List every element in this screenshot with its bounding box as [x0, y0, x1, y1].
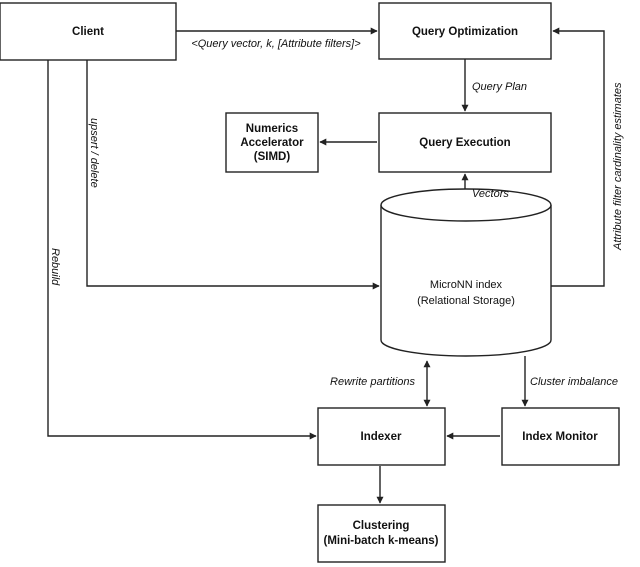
query-optimization-label: Query Optimization — [412, 26, 518, 38]
micronn-index-node: MicroNN index (Relational Storage) — [380, 188, 552, 357]
numerics-label-line-1: Numerics — [246, 123, 298, 135]
indexer-label: Indexer — [361, 431, 402, 443]
micronn-label-line-1: MicroNN index — [430, 279, 503, 291]
client-label: Client — [72, 26, 104, 38]
micronn-label-line-2: (Relational Storage) — [417, 295, 515, 307]
cardinality-estimates-arrow — [551, 27, 605, 287]
index-monitor-node: Index Monitor — [501, 407, 620, 466]
clustering-label-line-1: Clustering — [353, 520, 410, 532]
rebuild-arrow — [47, 60, 317, 440]
query-plan-label: Query Plan — [472, 81, 527, 93]
index-monitor-label: Index Monitor — [522, 431, 598, 443]
cluster-imbalance-label: Cluster imbalance — [530, 376, 618, 388]
query-request-label: <Query vector, k, [Attribute filters]> — [191, 38, 361, 50]
upsert-delete-arrow — [86, 60, 380, 290]
indexer-node: Indexer — [317, 407, 446, 466]
client-node: Client — [0, 2, 177, 61]
query-execution-label: Query Execution — [419, 137, 510, 149]
upsert-delete-label: upsert / delete — [88, 118, 100, 188]
rewrite-partitions-label: Rewrite partitions — [330, 376, 415, 388]
numerics-accelerator-node: Numerics Accelerator (SIMD) — [225, 112, 319, 173]
query-execution-node: Query Execution — [378, 112, 552, 173]
rebuild-label: Rebuild — [49, 248, 61, 286]
clustering-label-line-2: (Mini-batch k-means) — [323, 535, 438, 547]
vectors-label: Vectors — [472, 188, 509, 200]
query-optimization-node: Query Optimization — [378, 2, 552, 60]
numerics-label-line-3: (SIMD) — [254, 151, 291, 163]
cardinality-estimates-label: Attribute filter cardinality estimates — [612, 82, 624, 251]
clustering-node: Clustering (Mini-batch k-means) — [317, 504, 446, 563]
numerics-label-line-2: Accelerator — [240, 137, 304, 149]
